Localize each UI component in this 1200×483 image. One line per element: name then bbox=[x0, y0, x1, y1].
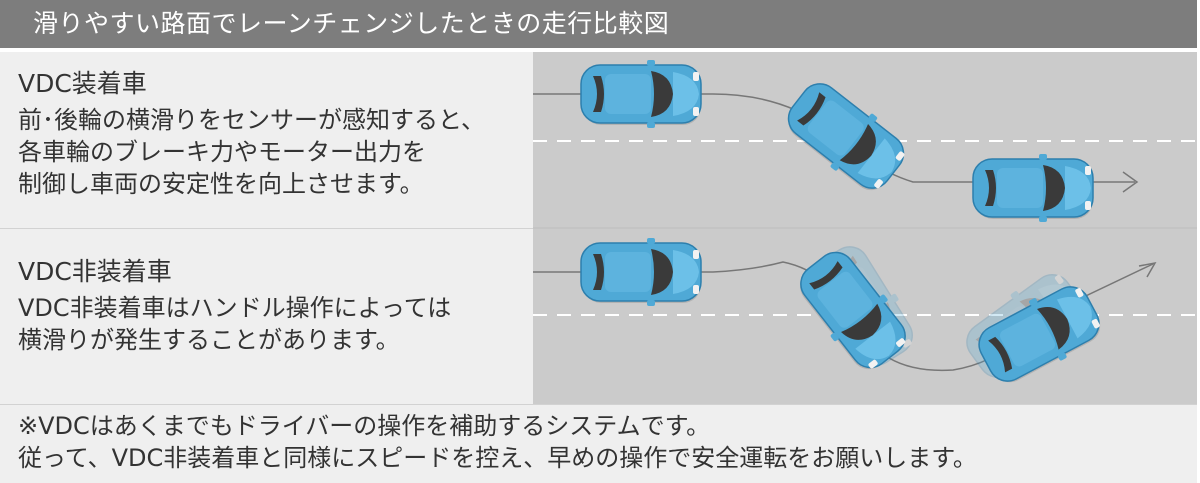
with-vdc-arrow-icon bbox=[1122, 171, 1139, 193]
car-icon bbox=[972, 153, 1094, 223]
disclaimer-note: ※VDCはあくまでもドライバーの操作を補助するシステムです。 従って、VDC非装… bbox=[0, 404, 1197, 483]
without-vdc-panel: VDC非装着車 VDC非装着車はハンドル操作によっては 横滑りが発生することがあ… bbox=[0, 228, 533, 404]
with-vdc-panel: VDC装着車 前･後輪の横滑りをセンサーが感知すると、 各車輪のブレーキ力やモー… bbox=[0, 52, 533, 228]
with-vdc-title: VDC装着車 bbox=[18, 69, 147, 98]
note-line-1: ※VDCはあくまでもドライバーの操作を補助するシステムです。 bbox=[18, 412, 711, 440]
road-illustration bbox=[533, 52, 1197, 404]
car-icon bbox=[580, 237, 702, 307]
without-vdc-description: VDC非装着車はハンドル操作によっては 横滑りが発生することがあります。 bbox=[18, 294, 452, 354]
without-vdc-arrow-icon bbox=[1138, 261, 1157, 278]
note-line-2: 従って、VDC非装着車と同様にスピードを控え、早めの操作で安全運転をお願いします… bbox=[18, 444, 977, 472]
without-vdc-title: VDC非装着車 bbox=[18, 257, 172, 286]
road-scene bbox=[533, 52, 1197, 404]
car-icon bbox=[580, 59, 702, 129]
with-vdc-description: 前･後輪の横滑りをセンサーが感知すると、 各車輪のブレーキ力やモーター出力を 制… bbox=[18, 106, 486, 198]
diagram-title: 滑りやすい路面でレーンチェンジしたときの走行比較図 bbox=[0, 0, 1197, 48]
